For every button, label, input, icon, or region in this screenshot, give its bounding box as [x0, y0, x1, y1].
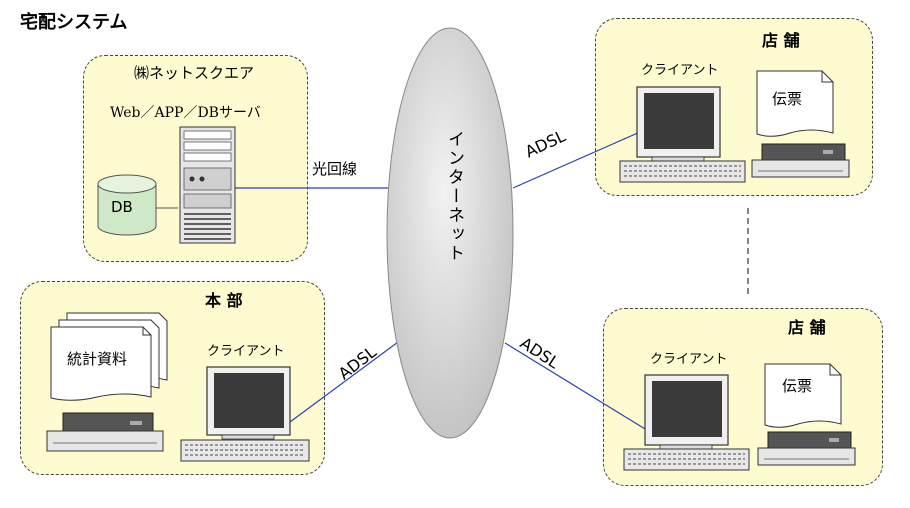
hq-monitor-icon	[206, 366, 291, 440]
diagram-title: 宅配システム	[20, 12, 128, 33]
adsl-hq-line	[289, 341, 399, 423]
hq-doc-label: 統計資料	[67, 350, 128, 368]
store-top-printer-icon	[751, 143, 850, 178]
store-top-name: 店 舗	[762, 31, 800, 50]
fiber-link-label: 光回線	[312, 160, 358, 178]
store-bottom-keyboard-icon	[623, 448, 750, 471]
internet-cloud	[386, 27, 514, 439]
server-tower-icon	[179, 126, 236, 244]
store-top-doc-label: 伝票	[772, 90, 803, 108]
store-top-monitor-icon	[636, 86, 721, 162]
store-bottom-name: 店 舗	[788, 318, 826, 337]
hq-printer-icon	[46, 412, 164, 452]
store-top-keyboard-icon	[619, 160, 746, 183]
db-cylinder-icon	[97, 174, 157, 236]
adsl-store-bottom-line	[504, 342, 651, 433]
hq-name: 本 部	[205, 291, 243, 310]
store-bottom-printer-icon	[757, 431, 856, 466]
hq-client-label: クライアント	[207, 344, 285, 359]
store-bottom-client-label: クライアント	[650, 352, 728, 367]
datacenter-name: ㈱ネットスクエア	[134, 64, 255, 82]
store-bottom-doc-label: 伝票	[782, 377, 813, 395]
hq-keyboard-icon	[180, 439, 310, 462]
store-top-client-label: クライアント	[641, 63, 719, 78]
store-top-document-icon	[756, 70, 834, 137]
internet-label: インターネット	[444, 130, 464, 263]
store-bottom-monitor-icon	[644, 374, 729, 450]
hq-documents-icon	[50, 312, 168, 401]
adsl-store-top-line	[512, 131, 641, 189]
store-bottom-document-icon	[764, 363, 842, 428]
server-label: Web／APP／DBサーバ	[110, 105, 261, 121]
db-label: DB	[111, 198, 133, 216]
